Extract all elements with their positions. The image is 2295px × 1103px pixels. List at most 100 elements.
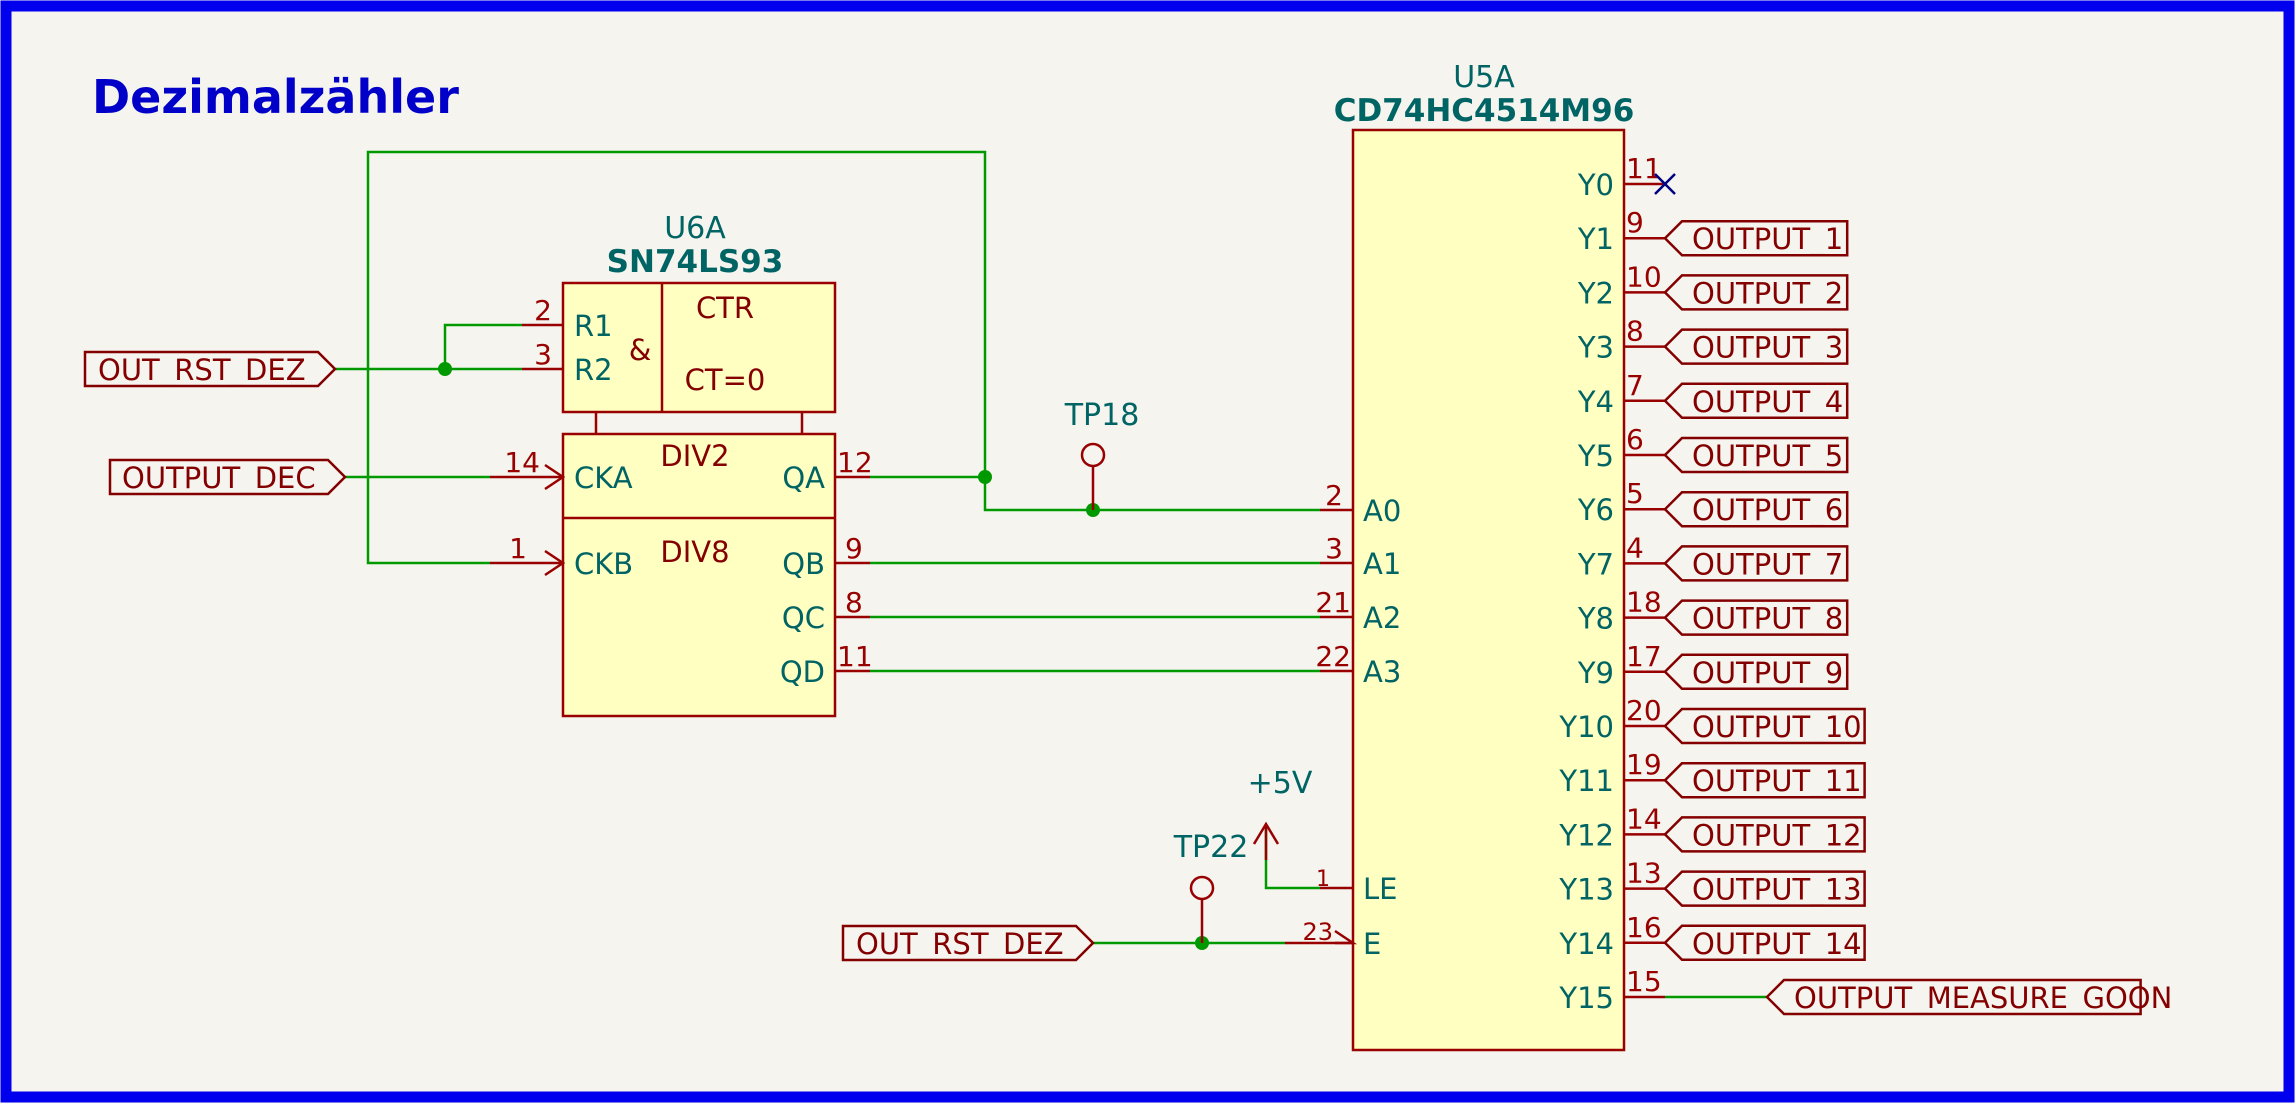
tp22-label: TP22 <box>1173 830 1249 865</box>
u5a-pin-name-y6: Y6 <box>1577 493 1614 527</box>
label-output-dec-shape <box>108 458 347 496</box>
u6a-ctr-label: CTR <box>696 291 754 325</box>
label-y1-text: OUTPUT_1 <box>1692 222 1843 256</box>
label-y15-text: OUTPUT_MEASURE_GOON <box>1794 981 2172 1015</box>
u5a-pin-name-y13: Y13 <box>1558 873 1614 907</box>
label-y12-shape <box>1663 816 1866 853</box>
label-y10-text: OUTPUT_10 <box>1692 710 1862 744</box>
wire-qa-ckb-loop <box>366 150 987 565</box>
u6a-pin-num-qc: 8 <box>845 586 863 619</box>
label-y2-shape <box>1663 274 1849 311</box>
u5a-pin-name-y12: Y12 <box>1558 818 1614 852</box>
u6a-pin-name-qc: QC <box>782 601 825 635</box>
label-y5-text: OUTPUT_5 <box>1692 439 1843 473</box>
u5a-pin-name-y9: Y9 <box>1577 656 1614 690</box>
u5a-address-pins: A0 A1 A2 A3 LE E 2 3 21 22 1 23 <box>1285 479 1401 961</box>
u6a-pin-name-r1: R1 <box>574 309 613 343</box>
u6a-ref: U6A <box>664 211 726 246</box>
wires <box>335 150 1767 999</box>
u5a-pin-num-y13: 13 <box>1626 857 1662 890</box>
u6a-pin-num-cka: 14 <box>504 446 540 479</box>
label-y8-text: OUTPUT_8 <box>1692 602 1843 636</box>
u5a-pin-name-y5: Y5 <box>1577 439 1614 473</box>
wire-r1 <box>443 323 522 369</box>
u5a-pin-name-y4: Y4 <box>1577 385 1614 419</box>
label-y11-text: OUTPUT_11 <box>1692 764 1862 798</box>
label-y13-text: OUTPUT_13 <box>1692 873 1862 907</box>
u5a-pin-num-a2: 21 <box>1315 586 1351 619</box>
label-output-dec: OUTPUT_DEC <box>108 458 347 496</box>
label-y11-shape <box>1663 761 1866 799</box>
u6a-div2-label: DIV2 <box>660 439 729 473</box>
u5a-pin-num-y9: 17 <box>1626 640 1662 673</box>
u6a-pin-num-ckb: 1 <box>509 532 527 565</box>
u5a-pin-name-y7: Y7 <box>1577 547 1614 581</box>
u6a-value: SN74LS93 <box>607 244 784 280</box>
junction-dot <box>978 470 992 484</box>
wire-a0 <box>983 477 1320 512</box>
label-out-rst-dez-1-shape <box>83 350 337 388</box>
u5a-pin-name-y0: Y0 <box>1577 168 1614 202</box>
u6a-counter-box <box>561 432 837 718</box>
u6a-pin-name-ckb: CKB <box>574 547 633 581</box>
u5a-pin-num-a1: 3 <box>1325 532 1343 565</box>
label-y15-shape <box>1765 978 2142 1016</box>
u6a-ct0-label: CT=0 <box>685 363 766 397</box>
label-out-rst-dez-1-text: OUT_RST_DEZ <box>98 353 306 387</box>
u6a-pin-num-r2: 3 <box>534 338 552 371</box>
u5a-body <box>1351 128 1626 1052</box>
u5a-pin-name-a1: A1 <box>1363 547 1401 581</box>
u5a-pin-num-a3: 22 <box>1315 640 1351 673</box>
u6a-pin-name-qa: QA <box>782 461 825 495</box>
u6a-pin-num-qa: 12 <box>837 446 873 479</box>
power-plus5v: +5V <box>1248 766 1313 860</box>
u5a-pin-name-y14: Y14 <box>1558 927 1614 961</box>
u5a-pin-num-y0: 11 <box>1626 152 1662 185</box>
u5a-value: CD74HC4514M96 <box>1334 93 1635 129</box>
sheet-title: Dezimalzähler <box>92 70 459 124</box>
testpoint-tp18: TP18 <box>1064 398 1139 510</box>
u6a-pin-name-qb: QB <box>782 547 825 581</box>
u6a-pin-num-qb: 9 <box>845 532 863 565</box>
u5a-pin-num-y5: 6 <box>1626 423 1644 456</box>
u5a-pin-num-y11: 19 <box>1626 748 1662 781</box>
u5a-pin-num-y1: 9 <box>1626 206 1644 239</box>
label-out-rst-dez-1: OUT_RST_DEZ <box>83 350 337 388</box>
u5a-pin-name-y3: Y3 <box>1577 331 1614 365</box>
u5a-pin-num-y14: 16 <box>1626 911 1662 944</box>
u5a-pin-name-y2: Y2 <box>1577 276 1614 310</box>
ic-u6a: U6A SN74LS93 CTR & CT=0 DIV2 DIV8 R1 R2 … <box>490 211 873 718</box>
u5a-pin-name-y1: Y1 <box>1577 222 1614 256</box>
u5a-pin-name-a0: A0 <box>1363 494 1401 528</box>
u6a-ckb-clock-symbol <box>544 549 566 577</box>
label-y6-text: OUTPUT_6 <box>1692 493 1843 527</box>
u5a-pin-num-y3: 8 <box>1626 315 1644 348</box>
u6a-pin-name-qd: QD <box>780 655 825 689</box>
u5a-pin-name-a3: A3 <box>1363 655 1401 689</box>
no-connect-marker <box>1654 173 1676 195</box>
u5a-pin-num-y8: 18 <box>1626 586 1662 619</box>
u5a-pin-name-y8: Y8 <box>1577 602 1614 636</box>
label-out-rst-dez-2-shape <box>841 924 1095 962</box>
label-y6-shape <box>1663 490 1849 528</box>
junction-dot <box>438 362 452 376</box>
label-y9-text: OUTPUT_9 <box>1692 656 1843 690</box>
u5a-e-inversion-symbol <box>1334 929 1358 945</box>
label-y12-text: OUTPUT_12 <box>1692 818 1862 852</box>
junctions <box>438 362 1209 950</box>
label-y4-text: OUTPUT_4 <box>1692 385 1843 419</box>
u5a-pin-name-y10: Y10 <box>1558 710 1614 744</box>
u6a-cka-clock-symbol <box>544 463 566 491</box>
u5a-pin-num-a0: 2 <box>1325 479 1343 512</box>
label-y5-shape <box>1663 436 1849 474</box>
ic-u5a: U5A CD74HC4514M96 A0 A1 A2 A3 LE E <box>1285 60 2172 1052</box>
u5a-pin-name-a2: A2 <box>1363 601 1401 635</box>
label-y13-shape <box>1663 870 1866 907</box>
label-y3-text: OUTPUT_3 <box>1692 331 1843 365</box>
u5a-pin-num-y7: 4 <box>1626 531 1644 564</box>
testpoint-tp22: TP22 <box>1173 830 1249 943</box>
u6a-ctr-box <box>561 281 837 414</box>
